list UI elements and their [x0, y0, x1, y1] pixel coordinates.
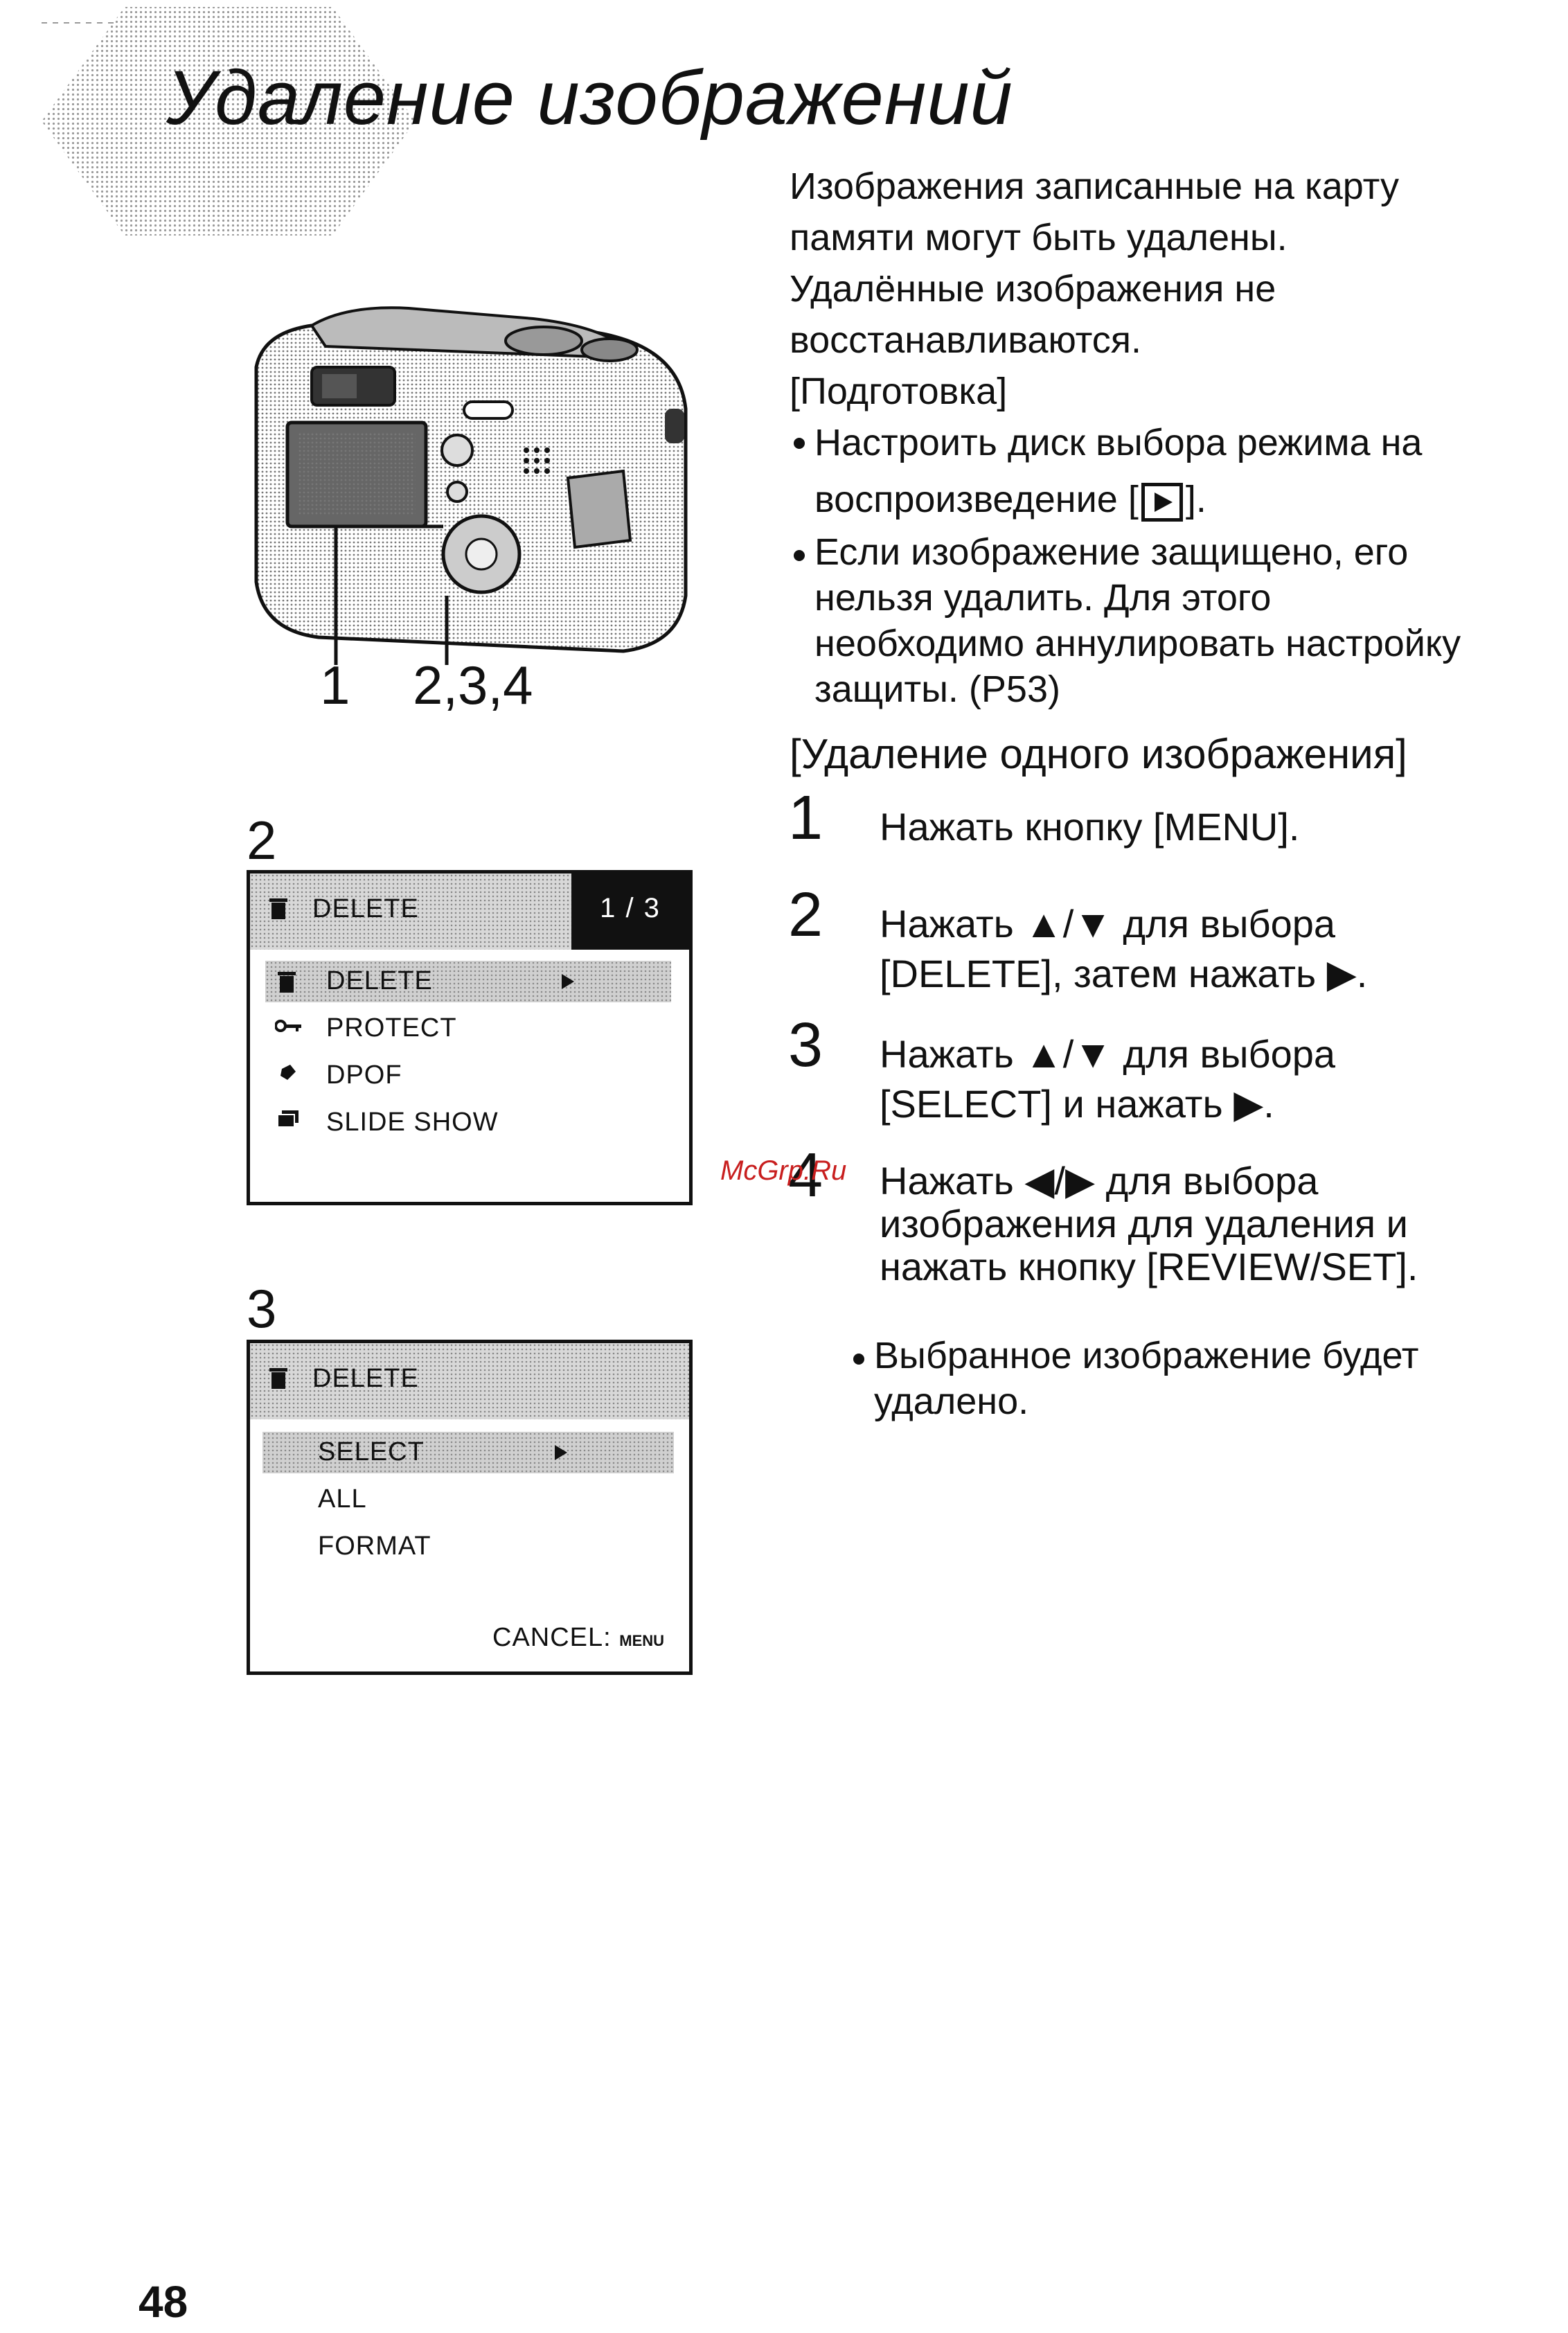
step-line: [DELETE], затем нажать ▶.: [880, 952, 1368, 995]
bullet-item: Настроить диск выбора режима на: [790, 417, 1538, 468]
bullet-text: воспроизведение [: [814, 479, 1139, 520]
bullet-text: Если изображение защищено, его: [814, 531, 1409, 573]
submenu-arrow-icon: [562, 974, 574, 989]
cancel-label: CANCEL:: [492, 1623, 612, 1652]
result-note: Выбранное изображение будет удалено.: [849, 1333, 1542, 1424]
bullet-text: нельзя удалить. Для этого: [814, 577, 1272, 619]
step-line: Нажать ▲/▼ для выбора: [880, 902, 1336, 946]
step-text: Нажать кнопку [MENU].: [880, 802, 1544, 852]
intro-line: восстанавливаются.: [790, 319, 1142, 361]
step-line: [SELECT] и нажать ▶.: [880, 1082, 1274, 1126]
menu-item[interactable]: DPOF: [326, 1061, 402, 1090]
trash-icon: [269, 898, 287, 919]
cancel-hint: CANCEL: MENU: [492, 1623, 664, 1653]
menu-item[interactable]: FORMAT: [318, 1532, 431, 1561]
print-icon: [280, 1065, 296, 1080]
callout-label: 1: [320, 655, 350, 716]
step-line: Нажать кнопку [MENU].: [880, 805, 1300, 849]
submenu-arrow-icon: [555, 1445, 567, 1460]
intro-line: Изображения записанные на карту: [790, 166, 1399, 207]
bullet-item: Если изображение защищено, его нельзя уд…: [790, 529, 1538, 712]
step-line: Нажать ◀/▶ для выбора: [880, 1159, 1319, 1203]
prep-label: [Подготовка]: [790, 371, 1008, 412]
screen-label: 2: [247, 810, 277, 871]
bullet-text: Настроить диск выбора режима на: [814, 422, 1423, 463]
trash-icon: [269, 1368, 287, 1389]
menu-item[interactable]: SELECT: [318, 1437, 425, 1466]
bullet-text: защиты. (P53): [814, 668, 1060, 710]
trash-icon: [278, 972, 296, 993]
menu-selection-highlight: [262, 1432, 674, 1473]
step-text: Нажать ▲/▼ для выбора [DELETE], затем на…: [880, 899, 1544, 999]
step-number: 4: [788, 1141, 823, 1210]
step-line: изображения для удаления и: [880, 1202, 1408, 1245]
step-text: Нажать ◀/▶ для выбора изображения для уд…: [880, 1160, 1544, 1288]
bullet-continuation: воспроизведение [].: [790, 474, 1538, 525]
menu-header-label: DELETE: [312, 1364, 419, 1393]
camera-illustration: [254, 306, 688, 665]
page-number: 48: [139, 2277, 188, 2327]
note-line: Выбранное изображение будет: [874, 1335, 1419, 1376]
menu-item[interactable]: PROTECT: [326, 1013, 457, 1043]
intro-line: Удалённые изображения не: [790, 268, 1276, 310]
menu-item[interactable]: ALL: [318, 1484, 367, 1514]
lcd-delete-screen: DELETE SELECT ALL FORMAT CANCEL: MENU: [247, 1340, 693, 1675]
step-number: 2: [788, 880, 823, 950]
title-hexagon-background: [42, 7, 416, 236]
menu-header: DELETE: [250, 1343, 689, 1419]
corner-dot-strip: [42, 22, 114, 24]
step-number: 1: [788, 783, 823, 853]
menu-header-label: DELETE: [312, 894, 419, 923]
intro-line: памяти могут быть удалены.: [790, 217, 1288, 258]
key-icon: [275, 1020, 301, 1032]
menu-key-icon: MENU: [619, 1632, 665, 1649]
bullet-text: необходимо аннулировать настройку: [814, 623, 1461, 664]
section-heading: [Удаление одного изображения]: [790, 731, 1407, 777]
step-number: 3: [788, 1011, 823, 1080]
menu-selection-highlight: [265, 961, 671, 1002]
page-indicator: 1 / 3: [571, 873, 689, 950]
intro-text: Изображения записанные на карту памяти м…: [790, 161, 1538, 712]
menu-item[interactable]: DELETE: [326, 966, 433, 995]
lcd-menu-screen: DELETE 1 / 3 DELETE PROTECT DPOF SLIDE S…: [247, 870, 693, 1205]
menu-item[interactable]: SLIDE SHOW: [326, 1108, 499, 1137]
step-line: нажать кнопку [REVIEW/SET].: [880, 1245, 1418, 1288]
bullet-item: Выбранное изображение будет удалено.: [849, 1333, 1542, 1424]
callout-label: 2,3,4: [413, 655, 533, 716]
screen-label: 3: [247, 1278, 277, 1339]
watermark: McGrp.Ru: [720, 1155, 847, 1186]
bullet-text: ].: [1185, 479, 1206, 520]
step-text: Нажать ▲/▼ для выбора [SELECT] и нажать …: [880, 1029, 1544, 1129]
step-line: Нажать ▲/▼ для выбора: [880, 1032, 1336, 1076]
slides-icon: [277, 1110, 299, 1128]
note-line: удалено.: [874, 1381, 1029, 1422]
page-title: Удаление изображений: [166, 55, 1013, 141]
play-mode-icon: [1141, 482, 1183, 522]
